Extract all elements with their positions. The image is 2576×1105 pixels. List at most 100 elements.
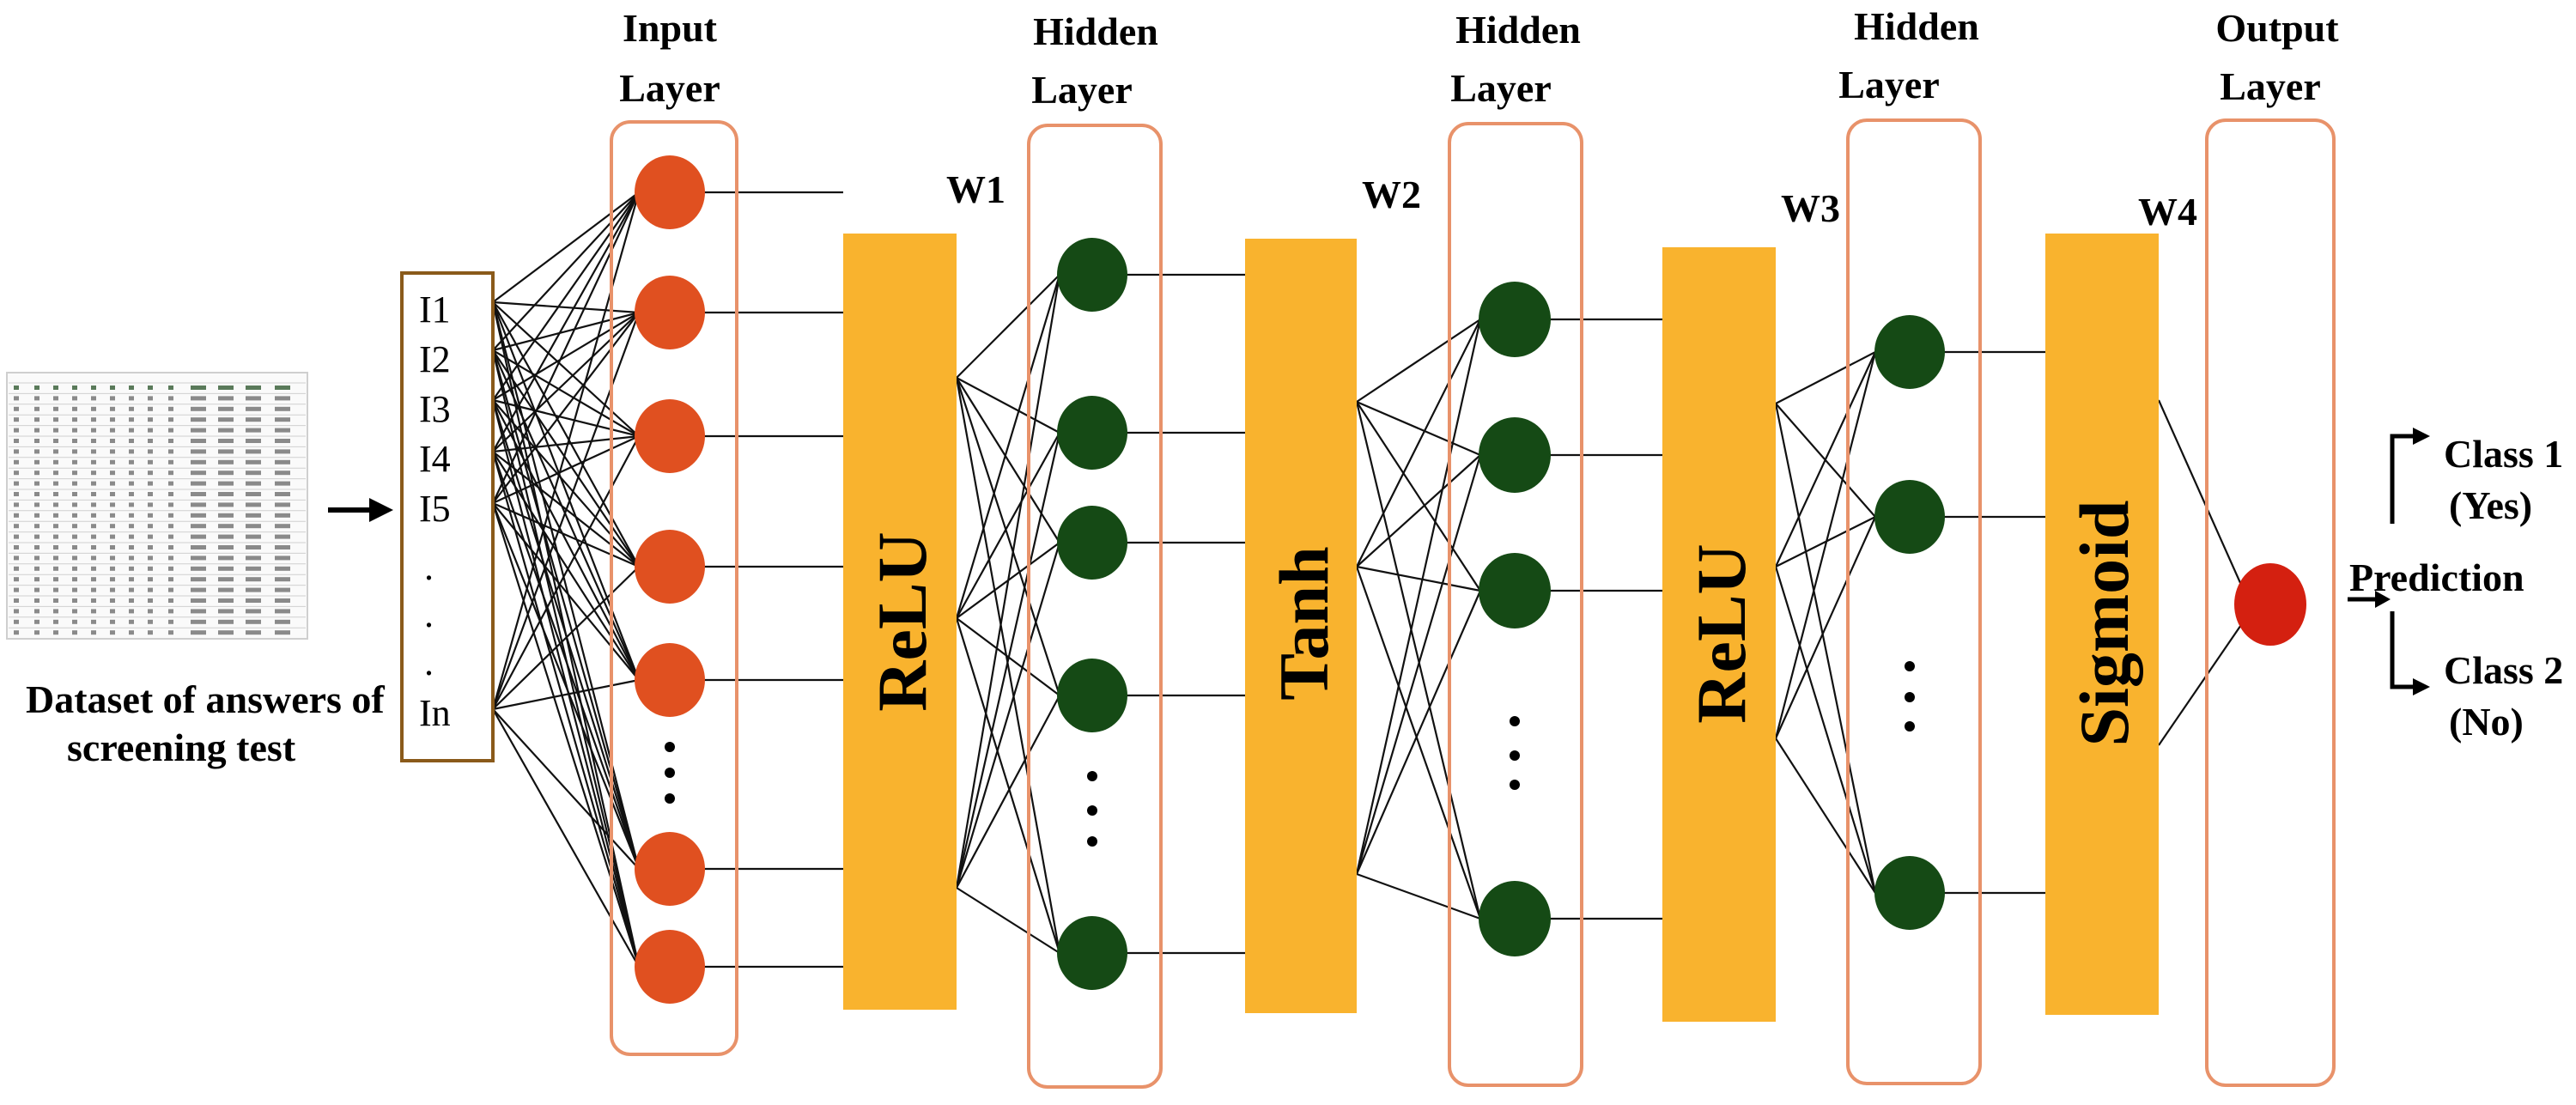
spreadsheet-cell [129, 481, 134, 486]
spreadsheet-cell [14, 513, 19, 518]
spreadsheet-cell [191, 396, 206, 401]
spreadsheet-cell [72, 428, 77, 433]
spreadsheet-cell [91, 513, 96, 518]
spreadsheet-cell [191, 471, 206, 476]
spreadsheet-cell [168, 630, 173, 635]
spreadsheet-cell [168, 609, 173, 614]
spreadsheet-cell [191, 524, 206, 529]
spreadsheet-cell [148, 556, 153, 561]
spreadsheet-cell [246, 386, 261, 390]
weight-connection-line [1775, 738, 1876, 894]
spreadsheet-cell [14, 386, 19, 390]
spreadsheet-cell [14, 577, 19, 582]
spreadsheet-cell [168, 513, 173, 518]
spreadsheet-cell [34, 513, 39, 518]
spreadsheet-cell [148, 598, 153, 603]
spreadsheet-cell [246, 545, 261, 549]
spreadsheet-cell [110, 428, 115, 433]
spreadsheet-cell [168, 577, 173, 582]
weight-connection-line [1356, 319, 1481, 403]
spreadsheet-cell [246, 471, 261, 476]
input-connection-line [491, 301, 641, 870]
spreadsheet-cell [218, 630, 234, 635]
spreadsheet-cell [34, 481, 39, 486]
spreadsheet-cell [14, 406, 19, 411]
spreadsheet-cell [275, 471, 290, 476]
input-connection-line [492, 435, 640, 504]
input-connection-line [491, 312, 641, 710]
spreadsheet-cell [72, 630, 77, 635]
spreadsheet-cell [14, 545, 19, 549]
spreadsheet-cell [129, 566, 134, 571]
input-connection-line [492, 435, 640, 710]
connections [491, 191, 2246, 968]
spreadsheet-cell [168, 471, 173, 476]
input-connection-line [492, 312, 640, 504]
hidden-layer-3-title-line2: Layer [1838, 63, 1940, 106]
spreadsheet-cell [14, 471, 19, 476]
spreadsheet-cell [14, 481, 19, 486]
spreadsheet-cell [110, 481, 115, 486]
input-node-6 [635, 832, 705, 906]
spreadsheet-cell [34, 524, 39, 529]
spreadsheet-cell [14, 502, 19, 507]
spreadsheet-cell [72, 502, 77, 507]
spreadsheet-cell [53, 492, 58, 496]
spreadsheet-cell [129, 502, 134, 507]
spreadsheet-cell [129, 471, 134, 476]
spreadsheet-cell [34, 386, 39, 390]
spreadsheet-cell [110, 449, 115, 454]
spreadsheet-cell [91, 417, 96, 422]
spreadsheet-cell [168, 428, 173, 433]
spreadsheet-cell [14, 439, 19, 443]
spreadsheet-cell [218, 619, 234, 624]
input-node-1 [635, 155, 705, 229]
spreadsheet-cell [53, 428, 58, 433]
output-connection-line [2158, 619, 2245, 746]
spreadsheet-cell [129, 439, 134, 443]
activation-bar-sigmoid [2045, 234, 2159, 1015]
input-connection-line [491, 399, 641, 870]
spreadsheet-cell [91, 566, 96, 571]
spreadsheet-cell [72, 459, 77, 464]
hidden-layer-2-title-line2: Layer [1450, 66, 1552, 110]
input-feature-labels: I1 I2 I3 I4 I5 . . . In [419, 288, 451, 734]
spreadsheet-cell [148, 524, 153, 529]
weight-connection-line [955, 274, 1061, 619]
spreadsheet-cell [218, 471, 234, 476]
spreadsheet-cell [148, 428, 153, 433]
hidden2-ellipsis-dot-1 [1510, 716, 1520, 726]
spreadsheet-cell [191, 619, 206, 624]
weight-connection-line [1355, 454, 1482, 875]
spreadsheet-cell [110, 534, 115, 539]
spreadsheet-cell [91, 609, 96, 614]
spreadsheet-cell [129, 396, 134, 401]
spreadsheet-cell [91, 396, 96, 401]
spreadsheet-cell [129, 545, 134, 549]
spreadsheet-cell [275, 587, 290, 592]
spreadsheet-cell [91, 471, 96, 476]
spreadsheet-cell [191, 459, 206, 464]
input-node-2 [635, 276, 705, 349]
input-connection-line [491, 451, 641, 870]
spreadsheet-cell [14, 524, 19, 529]
spreadsheet-cell [191, 502, 206, 507]
spreadsheet-cell [168, 587, 173, 592]
spreadsheet-cell [246, 587, 261, 592]
spreadsheet-cell [34, 545, 39, 549]
spreadsheet-cell [246, 406, 261, 411]
spreadsheet-cell [218, 556, 234, 561]
input-connection-line [491, 191, 641, 710]
hidden3-node-3 [1874, 856, 1945, 930]
spreadsheet-cell [129, 513, 134, 518]
spreadsheet-cell [129, 577, 134, 582]
spreadsheet-cell [148, 502, 153, 507]
spreadsheet-cell [191, 513, 206, 518]
spreadsheet-cell [148, 587, 153, 592]
spreadsheet-cell [148, 513, 153, 518]
weight-connection-line [955, 542, 1061, 889]
spreadsheet-cell [110, 406, 115, 411]
spreadsheet-cell [218, 566, 234, 571]
hidden1-ellipsis-dot-1 [1087, 771, 1097, 781]
spreadsheet-cell [148, 471, 153, 476]
